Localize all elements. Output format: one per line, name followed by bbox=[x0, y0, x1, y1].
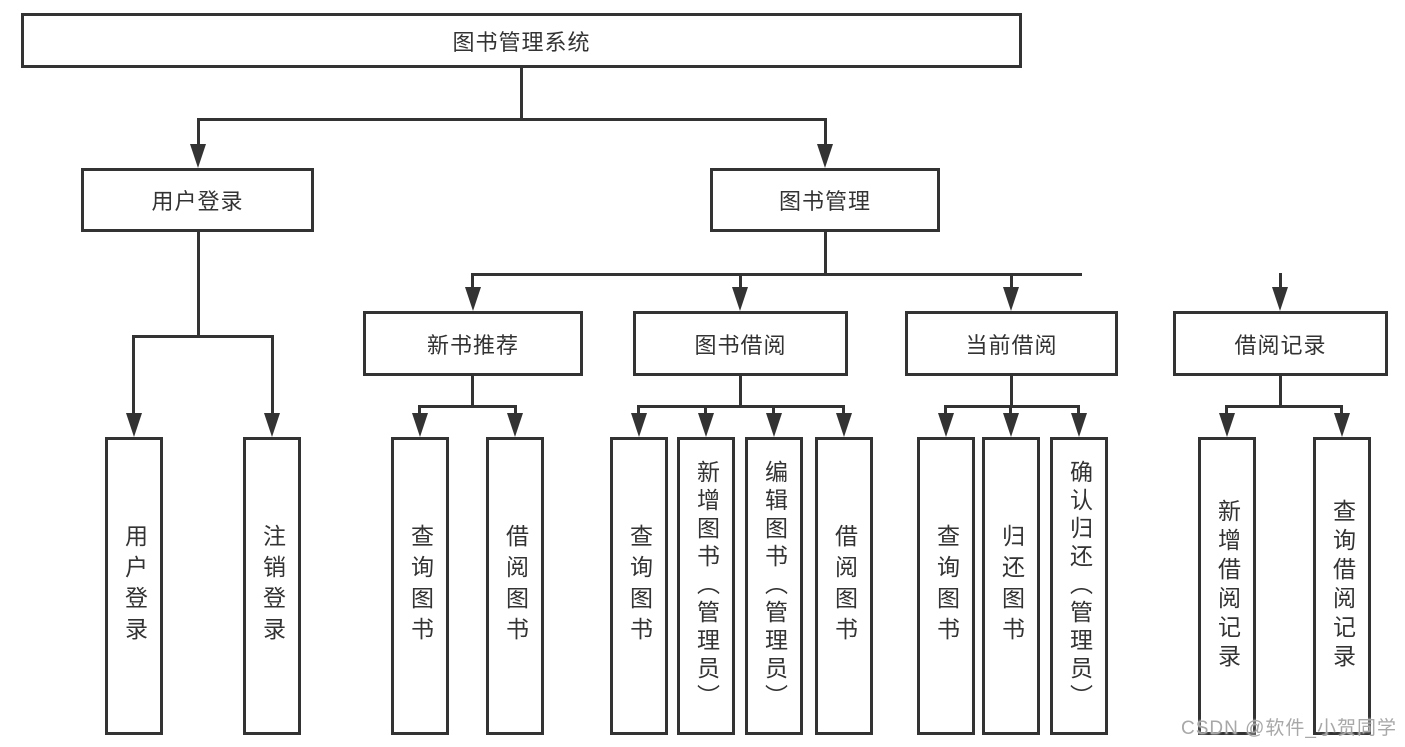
connector-line bbox=[842, 405, 845, 417]
connector-line bbox=[418, 405, 421, 417]
arrow-down-icon bbox=[766, 413, 782, 437]
arrow-down-icon bbox=[817, 144, 833, 168]
diagram-leaf-add-books-admin: 新增图书（管理员） bbox=[677, 437, 735, 735]
diagram-node-user-login: 用户登录 bbox=[81, 168, 314, 232]
arrow-down-icon bbox=[698, 413, 714, 437]
connector-line bbox=[637, 405, 640, 417]
diagram-leaf-query-books: 查询图书 bbox=[610, 437, 668, 735]
node-label: 借阅图书 bbox=[831, 524, 858, 648]
diagram-leaf-query-borrow-record: 查询借阅记录 bbox=[1313, 437, 1371, 735]
node-label: 新增借阅记录 bbox=[1214, 499, 1241, 673]
connector-line bbox=[1225, 405, 1228, 417]
arrow-down-icon bbox=[631, 413, 647, 437]
connector-line bbox=[944, 405, 947, 417]
node-label: 查询图书 bbox=[933, 524, 960, 648]
csdn-watermark: CSDN @软件_小贺同学 bbox=[1181, 718, 1397, 739]
node-label: 新增图书（管理员） bbox=[693, 460, 720, 712]
diagram-node-book-borrowing: 图书借阅 bbox=[633, 311, 848, 376]
arrow-down-icon bbox=[1071, 413, 1087, 437]
connector-line bbox=[1077, 405, 1080, 417]
node-label: 编辑图书（管理员） bbox=[761, 460, 788, 712]
connector-line bbox=[271, 335, 274, 415]
diagram-node-current-borrowing: 当前借阅 bbox=[905, 311, 1118, 376]
diagram-node-new-book-recommend: 新书推荐 bbox=[363, 311, 583, 376]
connector-line bbox=[944, 405, 1080, 408]
connector-line bbox=[1010, 376, 1013, 405]
arrow-down-icon bbox=[190, 144, 206, 168]
node-label: 归还图书 bbox=[998, 524, 1025, 648]
connector-line bbox=[739, 273, 742, 295]
connector-line bbox=[132, 335, 274, 338]
node-label: 查询图书 bbox=[626, 524, 653, 648]
connector-line bbox=[471, 376, 474, 405]
node-label: 注销登录 bbox=[259, 524, 286, 648]
diagram-leaf-edit-books-admin: 编辑图书（管理员） bbox=[745, 437, 803, 735]
diagram-leaf-user-login: 用户登录 bbox=[105, 437, 163, 735]
node-label: 图书借阅 bbox=[694, 332, 787, 358]
diagram-node-root: 图书管理系统 bbox=[21, 13, 1022, 68]
arrow-down-icon bbox=[126, 413, 142, 437]
connector-line bbox=[197, 232, 200, 335]
diagram-leaf-logout: 注销登录 bbox=[243, 437, 301, 735]
connector-line bbox=[520, 68, 523, 118]
arrow-down-icon bbox=[1219, 413, 1235, 437]
arrow-down-icon bbox=[1272, 287, 1288, 311]
node-label: 新书推荐 bbox=[426, 332, 519, 358]
connector-line bbox=[1279, 273, 1282, 295]
node-label: 确认归还（管理员） bbox=[1066, 460, 1093, 712]
node-label: 查询借阅记录 bbox=[1329, 499, 1356, 673]
connector-line bbox=[1010, 273, 1013, 295]
arrow-down-icon bbox=[412, 413, 428, 437]
connector-line bbox=[197, 118, 827, 121]
diagram-leaf-query-books: 查询图书 bbox=[391, 437, 449, 735]
connector-line bbox=[132, 335, 135, 415]
arrow-down-icon bbox=[732, 287, 748, 311]
diagram-leaf-return-books: 归还图书 bbox=[982, 437, 1040, 735]
node-label: 图书管理 bbox=[778, 189, 871, 214]
connector-line bbox=[514, 405, 517, 417]
connector-line bbox=[739, 376, 742, 405]
connector-line bbox=[824, 118, 827, 150]
arrow-down-icon bbox=[1003, 287, 1019, 311]
diagram-leaf-confirm-return-admin: 确认归还（管理员） bbox=[1050, 437, 1108, 735]
diagram-node-book-management: 图书管理 bbox=[710, 168, 940, 232]
arrow-down-icon bbox=[264, 413, 280, 437]
arrow-down-icon bbox=[938, 413, 954, 437]
node-label: 用户登录 bbox=[121, 524, 148, 648]
node-label: 借阅记录 bbox=[1234, 332, 1327, 358]
connector-line bbox=[418, 405, 517, 408]
connector-line bbox=[471, 273, 474, 295]
node-label: 借阅图书 bbox=[502, 524, 529, 648]
connector-line bbox=[704, 405, 707, 417]
arrow-down-icon bbox=[836, 413, 852, 437]
diagram-node-borrowing-records: 借阅记录 bbox=[1173, 311, 1388, 376]
connector-line bbox=[824, 232, 827, 273]
arrow-down-icon bbox=[1003, 413, 1019, 437]
connector-line bbox=[637, 405, 845, 408]
connector-line bbox=[471, 273, 1082, 276]
connector-line bbox=[1340, 405, 1343, 417]
connector-line bbox=[772, 405, 775, 417]
diagram-leaf-borrow-books: 借阅图书 bbox=[815, 437, 873, 735]
connector-line bbox=[1225, 405, 1343, 408]
arrow-down-icon bbox=[465, 287, 481, 311]
connector-line bbox=[1279, 376, 1282, 405]
connector-line bbox=[1009, 405, 1012, 417]
node-label: 用户登录 bbox=[151, 189, 244, 214]
arrow-down-icon bbox=[507, 413, 523, 437]
node-label: 图书管理系统 bbox=[452, 29, 591, 55]
connector-line bbox=[197, 118, 200, 150]
diagram-leaf-query-books: 查询图书 bbox=[917, 437, 975, 735]
diagram-leaf-borrow-books: 借阅图书 bbox=[486, 437, 544, 735]
node-label: 查询图书 bbox=[407, 524, 434, 648]
diagram-leaf-add-borrow-record: 新增借阅记录 bbox=[1198, 437, 1256, 735]
node-label: 当前借阅 bbox=[965, 332, 1058, 358]
arrow-down-icon bbox=[1334, 413, 1350, 437]
